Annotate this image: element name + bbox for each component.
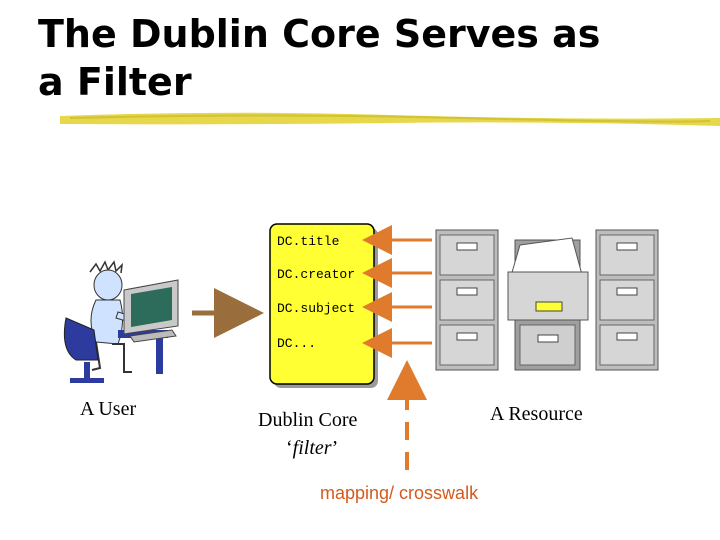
mapping-crosswalk-label: mapping/ crosswalk <box>320 483 479 503</box>
file-cabinet-right-icon <box>595 229 659 371</box>
filter-label-word: filter <box>292 437 332 459</box>
title-line-2: a Filter <box>38 60 192 104</box>
dc-item-subject: DC.subject <box>277 301 356 316</box>
dc-item-creator: DC.creator <box>277 267 356 282</box>
user-label: A User <box>80 398 137 420</box>
title-underline <box>60 112 720 126</box>
title-line-1: The Dublin Core Serves as <box>38 12 601 56</box>
filter-label: ‘filter’ <box>286 437 339 459</box>
slide-title: The Dublin Core Serves as a Filter <box>38 10 600 106</box>
file-cabinet-left-icon <box>435 229 499 371</box>
resource-label: A Resource <box>490 403 583 425</box>
dc-item-more: DC... <box>277 336 317 351</box>
dublin-core-label: Dublin Core <box>258 409 358 431</box>
dc-item-title: DC.title <box>277 234 340 249</box>
user-at-computer-icon <box>63 260 179 383</box>
file-cabinet-open-icon <box>507 237 589 371</box>
